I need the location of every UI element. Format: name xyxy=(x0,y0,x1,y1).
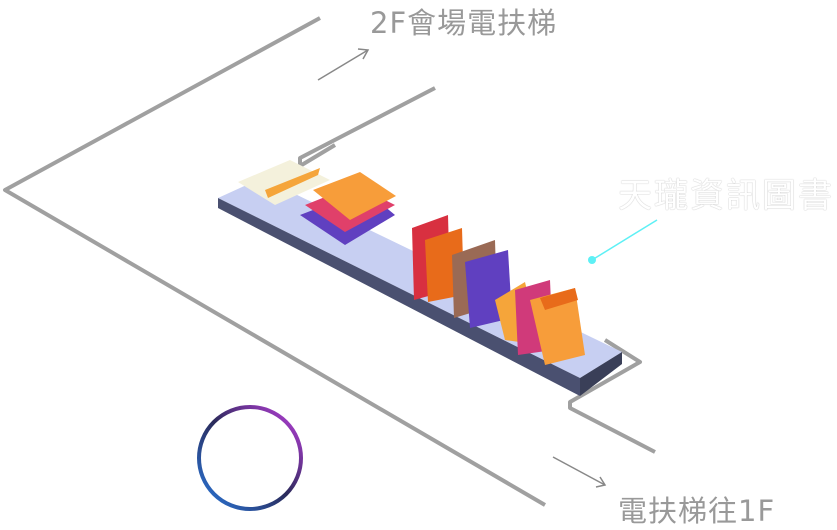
escalator-1f-label: 電扶梯往1F xyxy=(618,494,776,528)
store-pointer xyxy=(588,219,658,264)
bookshelf xyxy=(218,160,622,396)
escalator-up-arrow xyxy=(317,48,370,81)
location-ring xyxy=(197,405,303,511)
escalator-down-arrow xyxy=(552,456,607,488)
store-label[interactable]: 天瓏資訊圖書 xyxy=(618,176,834,216)
walkway-path xyxy=(3,16,656,507)
escalator-2f-label: 2F會場電扶梯 xyxy=(370,6,558,40)
